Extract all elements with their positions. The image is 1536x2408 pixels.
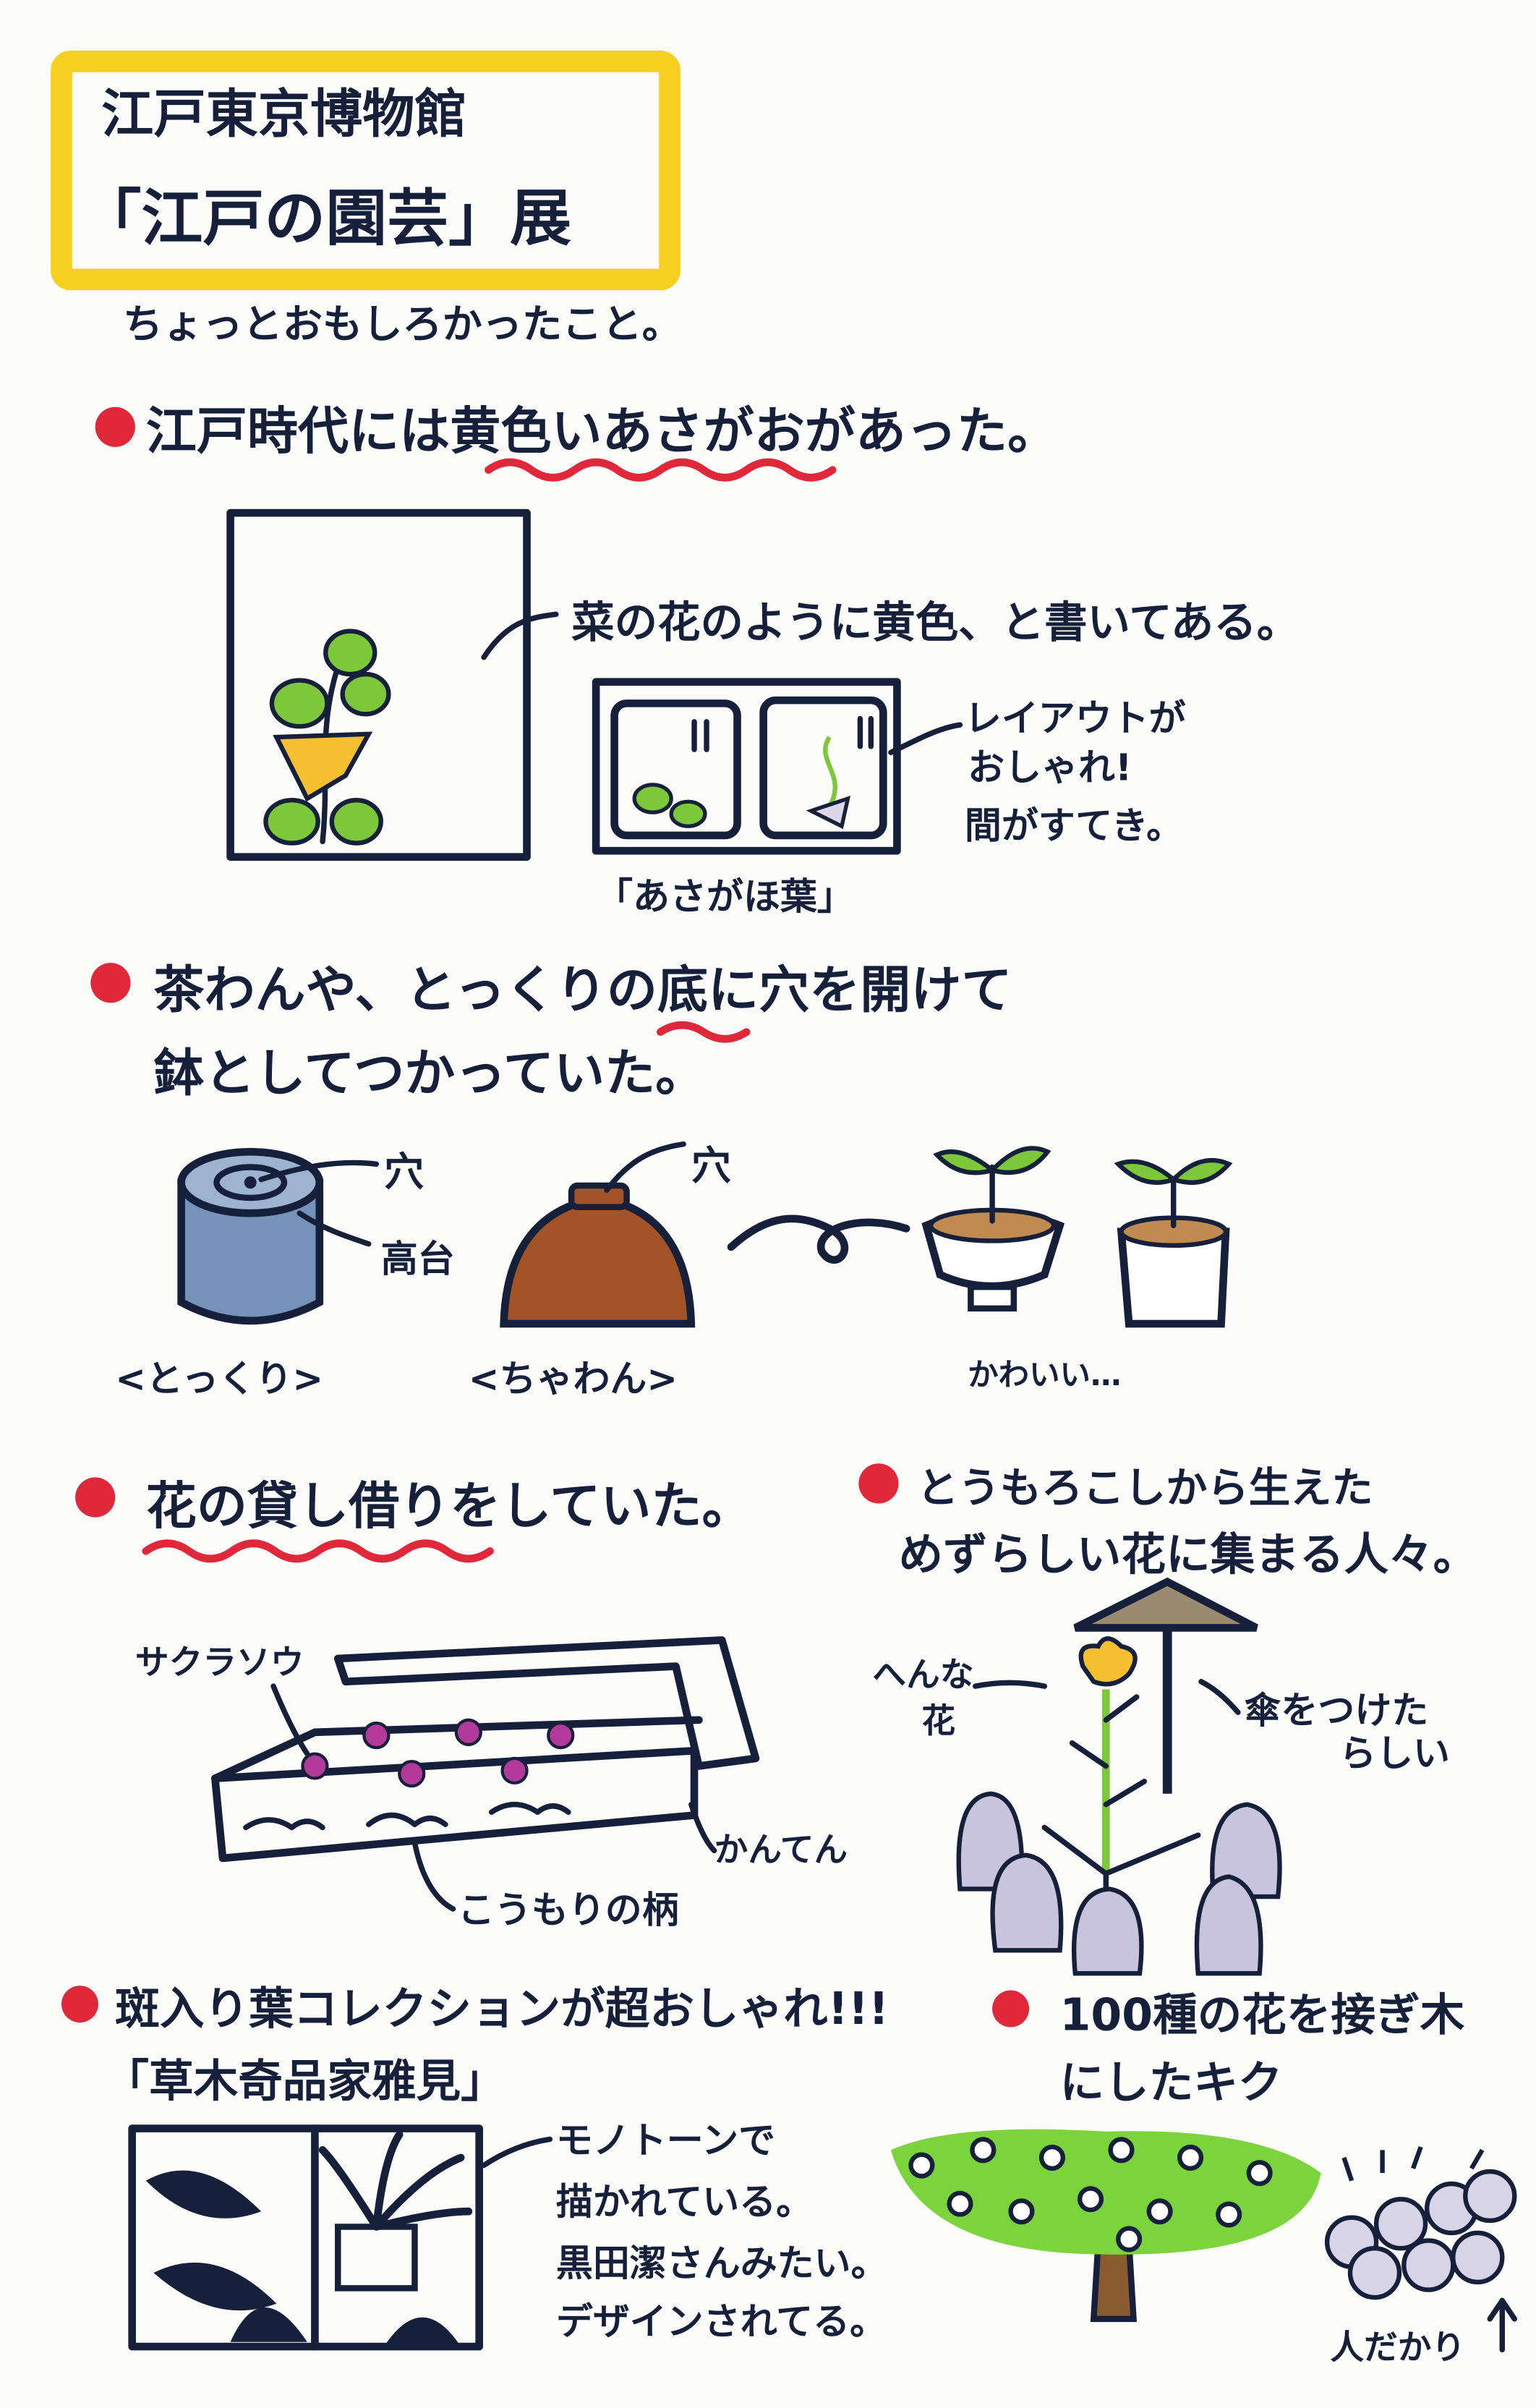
foot-label: 高台	[381, 1238, 455, 1281]
section4-heading-line1: とうもろこしから生えた	[917, 1463, 1373, 1512]
red-wavy-underline	[485, 458, 837, 482]
bullet-icon	[95, 407, 135, 447]
monotone-note-4: デザインされてる。	[556, 2301, 887, 2344]
section1-heading: 江戸時代には黄色いあさがおがあった。	[146, 401, 1058, 461]
yellow-note: 菜の花のように黄色、と書いてある。	[571, 598, 1300, 648]
tokkuri-illustration	[177, 1148, 324, 1325]
monotone-leaf-print	[128, 2124, 483, 2351]
bullet-icon	[992, 1990, 1030, 2028]
monotone-note-1: モノトーンで	[556, 2120, 775, 2163]
hole-label: 穴	[384, 1149, 424, 1196]
umbrella-flower-illustration	[1041, 1577, 1258, 1938]
subtitle: ちょっとおもしろかったこと。	[123, 302, 682, 348]
chawan-illustration	[500, 1182, 696, 1328]
strange-label-1: へんな	[872, 1656, 973, 1695]
layout-note-2: おしゃれ!	[968, 747, 1132, 790]
section6-heading-line1: 100種の花を接ぎ木	[1060, 1989, 1465, 2041]
up-arrow-icon	[1487, 2297, 1517, 2353]
museum-name: 江戸東京博物館	[101, 85, 466, 145]
tokkuri-label: <とっくり>	[115, 1358, 323, 1401]
red-wavy-underline	[142, 1539, 494, 1563]
section5-heading-line2: 「草木奇品家雅見」	[104, 2055, 505, 2107]
section2-heading-line1: 茶わんや、とっくりの底に穴を開けて	[153, 961, 1012, 1020]
yellow-morning-glory-print	[226, 509, 531, 861]
red-wavy-underline	[657, 1021, 751, 1043]
strange-label-2: 花	[921, 1702, 955, 1741]
layout-note-3: 間がすてき。	[965, 805, 1183, 848]
section2-heading-line2: 鉢としてつかっていた。	[153, 1043, 706, 1102]
monotone-note-2: 描かれている。	[556, 2182, 813, 2224]
sprout-pots-illustration	[921, 1146, 1233, 1328]
section3-heading: 花の貸し借りをしていた。	[146, 1476, 753, 1536]
primrose-box-illustration	[211, 1636, 760, 1863]
title-highlight-box	[51, 51, 680, 291]
section4-heading-line2: めずらしい花に集まる人々。	[899, 1528, 1478, 1580]
primrose-label: サクラソウ	[135, 1643, 304, 1682]
monotone-note-3: 黒田潔さんみたい。	[556, 2242, 888, 2285]
section6-heading-line2: にしたキク	[1060, 2056, 1283, 2109]
layout-note-1: レイアウトが	[965, 698, 1186, 741]
bullet-icon	[75, 1477, 116, 1518]
exhibition-name: 「江戸の園芸」展	[80, 183, 571, 255]
kanten-label: かんてん	[714, 1831, 848, 1870]
crowd-illustration	[1324, 2146, 1517, 2300]
hole-label-chawan: 穴	[691, 1144, 731, 1190]
asagao-book-illustration	[592, 678, 901, 855]
crowd-people-illustration	[956, 1791, 1282, 1976]
bullet-icon	[61, 1986, 98, 2023]
umbrella-note-2: らしい	[1339, 1733, 1450, 1776]
bullet-icon	[90, 963, 131, 1003]
book-caption: 「あさがほ葉」	[596, 876, 854, 919]
section5-heading-line1: 斑入り葉コレクションが超おしゃれ!!!	[115, 1983, 889, 2035]
chawan-label: <ちゃわん>	[469, 1358, 678, 1401]
cute-label: かわいい…	[968, 1358, 1121, 1393]
bullet-icon	[858, 1463, 899, 1504]
umbrella-note-1: 傘をつけた	[1244, 1690, 1428, 1732]
crowd-label: 人だかり	[1330, 2328, 1465, 2367]
bat-pattern-label: こうもりの柄	[458, 1889, 679, 1932]
grafted-chrysanthemum-tree	[890, 2129, 1321, 2323]
